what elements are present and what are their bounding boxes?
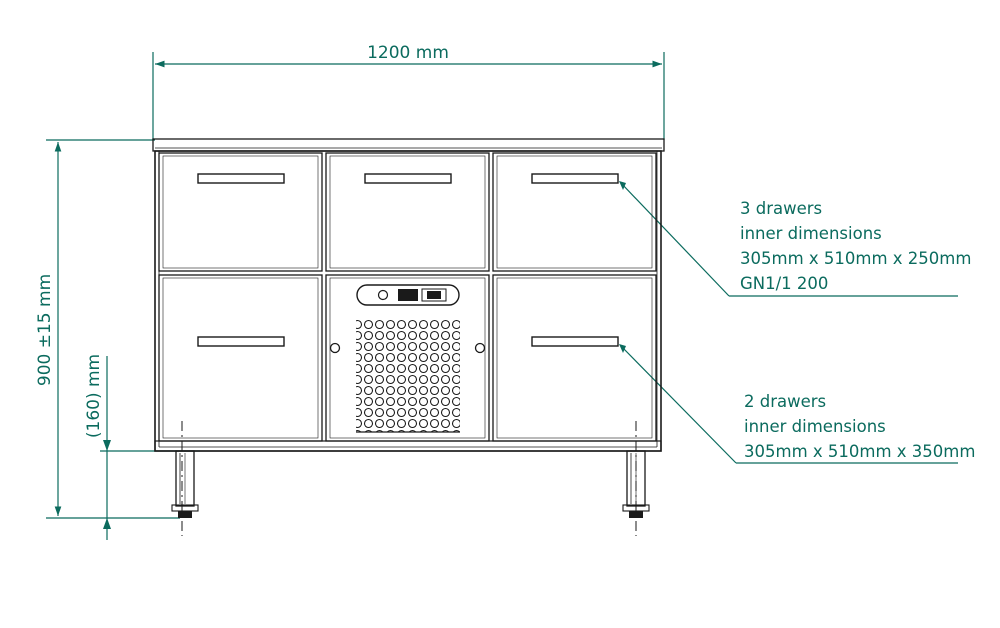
plinth <box>154 440 662 452</box>
upper-callout-line-3: 305mm x 510mm x 250mm <box>740 249 971 268</box>
upper-callout-leader <box>619 181 958 297</box>
leg-left <box>171 450 199 518</box>
width-dimension <box>152 52 665 140</box>
drawer-top-left <box>158 152 323 272</box>
drawer-handle <box>197 336 285 347</box>
lower-callout-line-1: 2 drawers <box>744 392 826 411</box>
upper-callout-line-1: 3 drawers <box>740 199 822 218</box>
drawer-handle <box>364 173 452 184</box>
leg-height-label: (160) mm <box>84 354 104 438</box>
lower-callout-line-2: inner dimensions <box>744 417 886 436</box>
drawer-handle <box>531 173 619 184</box>
lower-callout-line-3: 305mm x 510mm x 350mm <box>744 442 975 461</box>
drawer-handle <box>197 173 285 184</box>
left-knob <box>329 342 341 354</box>
lower-callout-leader <box>619 344 958 464</box>
control-display <box>356 284 460 306</box>
drawer-top-right <box>492 152 657 272</box>
compressor-panel <box>325 274 490 442</box>
display-screen <box>398 289 418 301</box>
display-button <box>421 288 447 302</box>
upper-callout-line-2: inner dimensions <box>740 224 882 243</box>
lower-callout: 2 drawers inner dimensions 305mm x 510mm… <box>744 392 975 461</box>
drawer-handle <box>531 336 619 347</box>
worktop <box>152 138 665 152</box>
width-label: 1200 mm <box>367 43 449 63</box>
vent-grille <box>356 318 460 432</box>
display-indicator <box>377 289 389 301</box>
right-knob <box>474 342 486 354</box>
upper-callout-line-4: GN1/1 200 <box>740 274 828 293</box>
drawer-top-middle <box>325 152 490 272</box>
drawer-bottom-right <box>492 274 657 442</box>
height-dimension <box>46 139 180 519</box>
height-label: 900 ±15 mm <box>35 274 55 386</box>
drawer-bottom-left <box>158 274 323 442</box>
leg-centerlines <box>181 421 637 536</box>
upper-callout: 3 drawers inner dimensions 305mm x 510mm… <box>740 199 971 293</box>
